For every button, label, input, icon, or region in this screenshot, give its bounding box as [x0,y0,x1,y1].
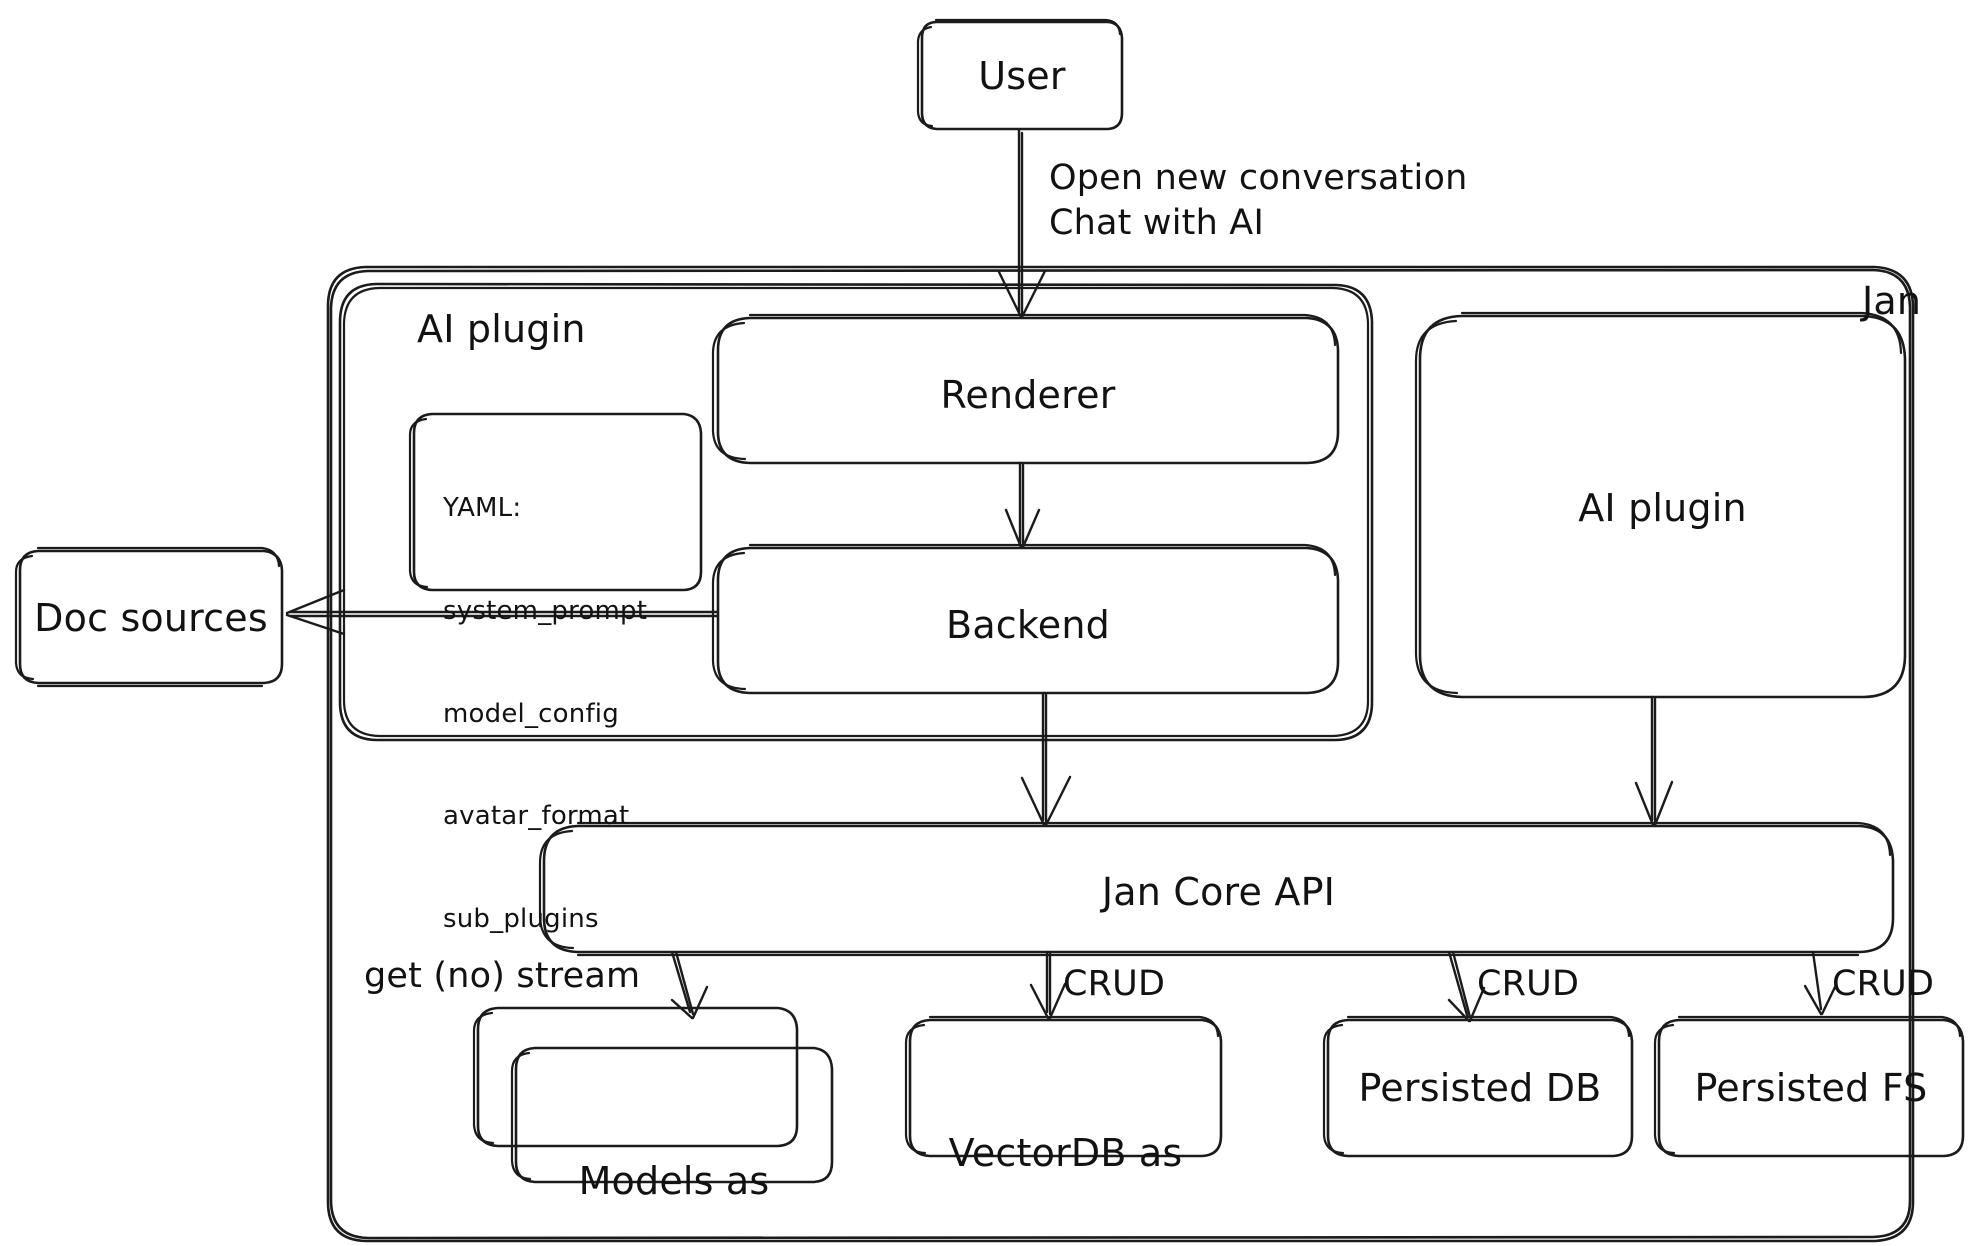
node-persistedfs-border [1653,1015,1965,1158]
node-models-line-1: Models as [578,1158,770,1203]
node-persisteddb-border [1322,1015,1634,1158]
node-user-border [916,18,1124,131]
note-yaml-line-2: model_config [443,698,619,729]
node-vectordb-as-plugin-label[interactable]: VectorDB as plugin [910,1037,1221,1246]
edge-core-to-models [670,950,709,1020]
group-ai-plugin-border [338,282,1374,742]
node-docsources-border [14,546,284,688]
edge-user-to-renderer-label-line1: Open new conversation [1049,158,1468,198]
note-yaml-header: YAML: [443,492,522,523]
node-models-outer-border [472,1006,799,1148]
edge-core-to-vectordb-label: CRUD [1063,964,1166,1004]
edge-backend-to-core [1020,691,1072,827]
node-vectordb-border [904,1015,1223,1158]
node-persisted-fs-label[interactable]: Persisted FS [1694,1066,1928,1110]
node-doc-sources-label[interactable]: Doc sources [34,596,268,640]
edge-core-to-vectordb [1029,950,1067,1020]
edge-core-to-persisteddb-label: CRUD [1477,964,1580,1004]
edge-backend-to-docsources [285,588,720,636]
edge-core-to-persistedfs-label: CRUD [1832,964,1935,1004]
node-ai-plugin-label[interactable]: AI plugin [1578,486,1747,530]
edge-renderer-to-backend [1004,461,1041,549]
node-persisted-db-label[interactable]: Persisted DB [1358,1066,1602,1110]
edge-user-to-renderer [997,128,1047,319]
node-renderer-label[interactable]: Renderer [940,373,1116,417]
node-models-inner-border [510,1046,834,1184]
edge-user-to-renderer-label-line2: Chat with AI [1049,203,1264,243]
group-jan-border [326,265,1915,1243]
note-yaml-line-1: system_prompt [443,595,648,626]
node-jancoreapi-border [538,821,1895,957]
group-ai-plugin-label: AI plugin [417,307,586,351]
edge-core-to-models-label: get (no) stream [364,956,641,996]
node-backend-label[interactable]: Backend [946,603,1110,647]
note-yaml-border [408,412,703,592]
node-vectordb-line-1: VectorDB as [948,1130,1183,1175]
note-yaml-line-3: avatar_format [443,801,630,832]
node-jan-core-api-label[interactable]: Jan Core API [1101,870,1336,914]
node-user-label[interactable]: User [978,54,1066,98]
node-aiplugin-border [1414,311,1907,699]
node-renderer-border [711,313,1340,465]
node-models-as-plugin-label[interactable]: Models as plugin [516,1065,832,1246]
edge-aiplugin-to-core [1634,695,1674,827]
group-jan-label: Jan [1862,279,1922,323]
note-yaml-text: YAML: system_prompt model_config avatar_… [443,422,647,1005]
note-yaml-line-4: sub_plugins [443,904,599,935]
node-backend-border [711,543,1340,695]
edge-core-to-persistedfs [1803,950,1838,1016]
